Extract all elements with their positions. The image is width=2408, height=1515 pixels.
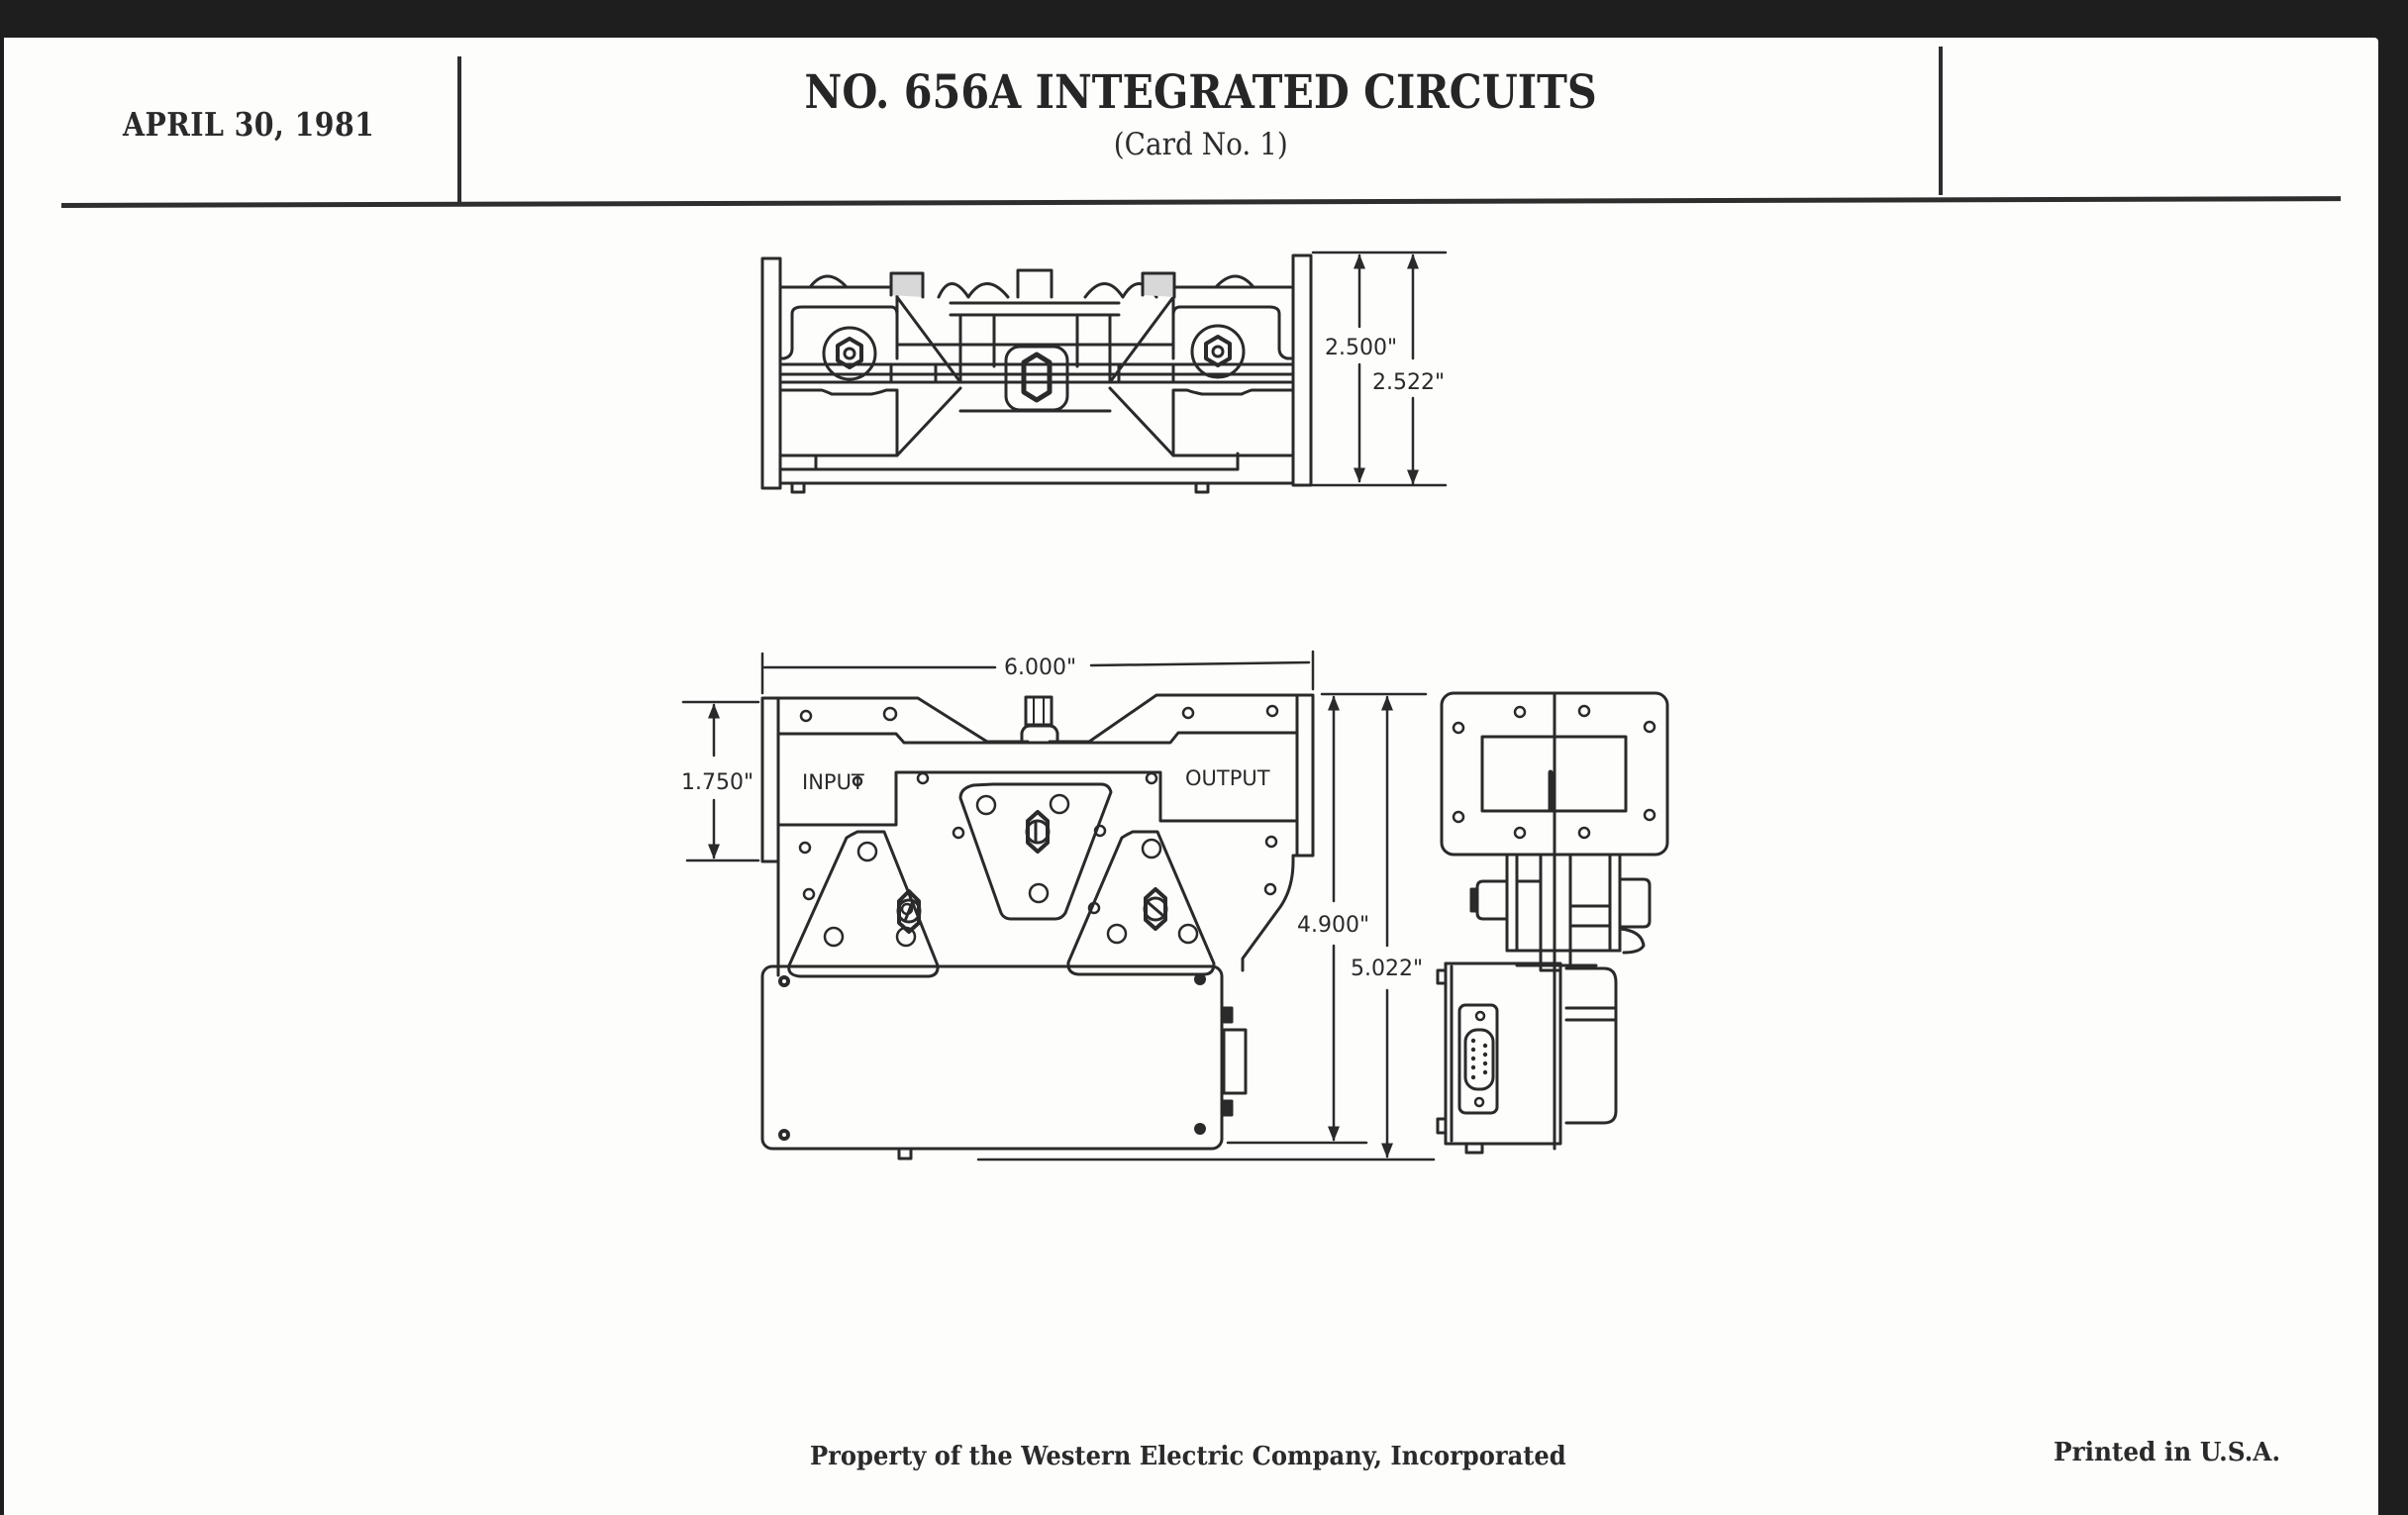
- dim-2500: 2.500": [1325, 336, 1397, 360]
- input-label: INPUT: [802, 770, 864, 794]
- printed-notice: Printed in U.S.A.: [2054, 1438, 2281, 1467]
- tuning-screw: [1025, 810, 1051, 854]
- dim-6000: 6.000": [1004, 656, 1076, 680]
- enclosure-screw: [778, 973, 1206, 1141]
- front-view: INPUT OUTPUT: [760, 693, 1315, 1161]
- dim-1750: 1.750": [681, 770, 753, 795]
- db9-connector: [1463, 1028, 1495, 1091]
- front-view-right-flange: [1295, 693, 1315, 858]
- dome-component: [937, 282, 1010, 299]
- mounting-holes: [798, 704, 1279, 916]
- card-subtitle: (Card No. 1): [1113, 127, 1289, 162]
- dim-2522: 2.522": [1372, 370, 1445, 395]
- top-view-center-port: [1004, 345, 1069, 412]
- top-view-left-flange: [760, 256, 782, 490]
- cable-clamp: [1564, 966, 1618, 1125]
- square-component: [1016, 268, 1054, 299]
- top-view-dimensions: 2.500" 2.522": [1305, 251, 1448, 487]
- property-notice: Property of the Western Electric Company…: [810, 1442, 1566, 1471]
- header-divider-left: [457, 56, 461, 205]
- center-triangle-mount: [958, 782, 1113, 921]
- top-view: [760, 253, 1313, 494]
- tuning-screw: [896, 889, 922, 934]
- square-component: [1141, 271, 1176, 299]
- box-side-connector: [1222, 1028, 1248, 1095]
- card-date: APRIL 30, 1981: [123, 105, 375, 144]
- header-divider-right: [1939, 47, 1943, 195]
- top-view-upper-edge: [778, 285, 1295, 347]
- side-view: [1436, 691, 1669, 1155]
- right-triangle-mount: [1066, 830, 1216, 976]
- output-label: OUTPUT: [1185, 766, 1270, 790]
- dim-4900: 4.900": [1297, 913, 1369, 938]
- front-view-left-flange: [760, 696, 780, 863]
- db9-pins: [1470, 1038, 1488, 1080]
- card-title: NO. 656A INTEGRATED CIRCUITS: [804, 65, 1598, 120]
- dome-component: [808, 274, 849, 289]
- dim-5022: 5.022": [1351, 957, 1423, 981]
- connector-box: [1444, 961, 1562, 1146]
- front-view-dimensions: 6.000" 1.750" 4.900" 5.022": [681, 650, 1436, 1162]
- top-coax-connector: [1024, 695, 1054, 727]
- top-view-right-flange: [1291, 253, 1313, 487]
- electronics-enclosure: [760, 964, 1224, 1151]
- top-view-left-connector: [822, 326, 877, 381]
- top-view-right-connector: [1190, 324, 1246, 379]
- flange-holes: [1452, 704, 1656, 840]
- dome-component: [1214, 274, 1255, 289]
- square-component: [889, 271, 925, 299]
- tuning-screw: [1143, 887, 1168, 931]
- index-card: [4, 38, 2378, 1515]
- db9-connector-shell: [1457, 1003, 1499, 1115]
